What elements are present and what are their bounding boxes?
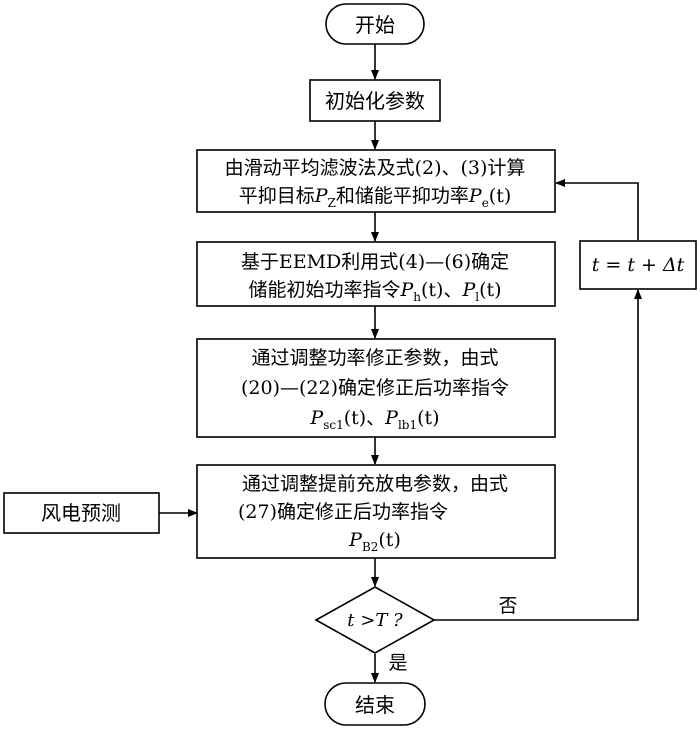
step2-line2: 储能初始功率指令Ph(t)、Pl(t) (248, 279, 501, 304)
edge-decision-loop (434, 289, 642, 621)
edge-label-yes: 是 (388, 652, 407, 674)
loop-increment-node: t = t + Δt (579, 240, 697, 290)
step3-line2: (20)—(22)确定修正后功率指令 (241, 377, 509, 399)
end-node: 结束 (324, 682, 426, 726)
end-label: 结束 (355, 693, 395, 717)
step1-line2: 平抑目标PZ和储能平抑功率Pe(t) (239, 185, 512, 210)
step2-node: 基于EEMD利用式(4)—(6)确定 储能初始功率指令Ph(t)、Pl(t) (196, 241, 556, 307)
step1-line1: 由滑动平均滤波法及式(2)、(3)计算 (225, 157, 526, 179)
wind-forecast-node: 风电预测 (3, 492, 160, 534)
edge-label-no: 否 (498, 595, 517, 617)
step1-node: 由滑动平均滤波法及式(2)、(3)计算 平抑目标PZ和储能平抑功率Pe(t) (196, 149, 556, 213)
step3-line3: Psc1(t)、Plb1(t) (309, 407, 439, 432)
step4-line1: 通过调整提前充放电参数，由式 (242, 473, 508, 495)
step2-line1: 基于EEMD利用式(4)—(6)确定 (241, 251, 509, 273)
wind-forecast-label: 风电预测 (41, 501, 121, 525)
start-node: 开始 (325, 3, 425, 45)
start-label: 开始 (355, 13, 395, 37)
decision-label: t >T ? (347, 610, 403, 631)
step3-node: 通过调整功率修正参数，由式 (20)—(22)确定修正后功率指令 Psc1(t)… (196, 338, 556, 438)
step4-line3: PB2(t) (348, 529, 401, 554)
step4-node: 通过调整提前充放电参数，由式 (27)确定修正后功率指令 PB2(t) (196, 464, 556, 559)
decision-node: t >T ? (314, 586, 436, 654)
step3-line1: 通过调整功率修正参数，由式 (251, 347, 498, 369)
init-node: 初始化参数 (309, 79, 441, 122)
loop-increment-label: t = t + Δt (592, 254, 685, 276)
init-label: 初始化参数 (325, 89, 425, 113)
edge-loop-step1 (555, 179, 639, 240)
step4-line2: (27)确定修正后功率指令 (238, 501, 448, 523)
